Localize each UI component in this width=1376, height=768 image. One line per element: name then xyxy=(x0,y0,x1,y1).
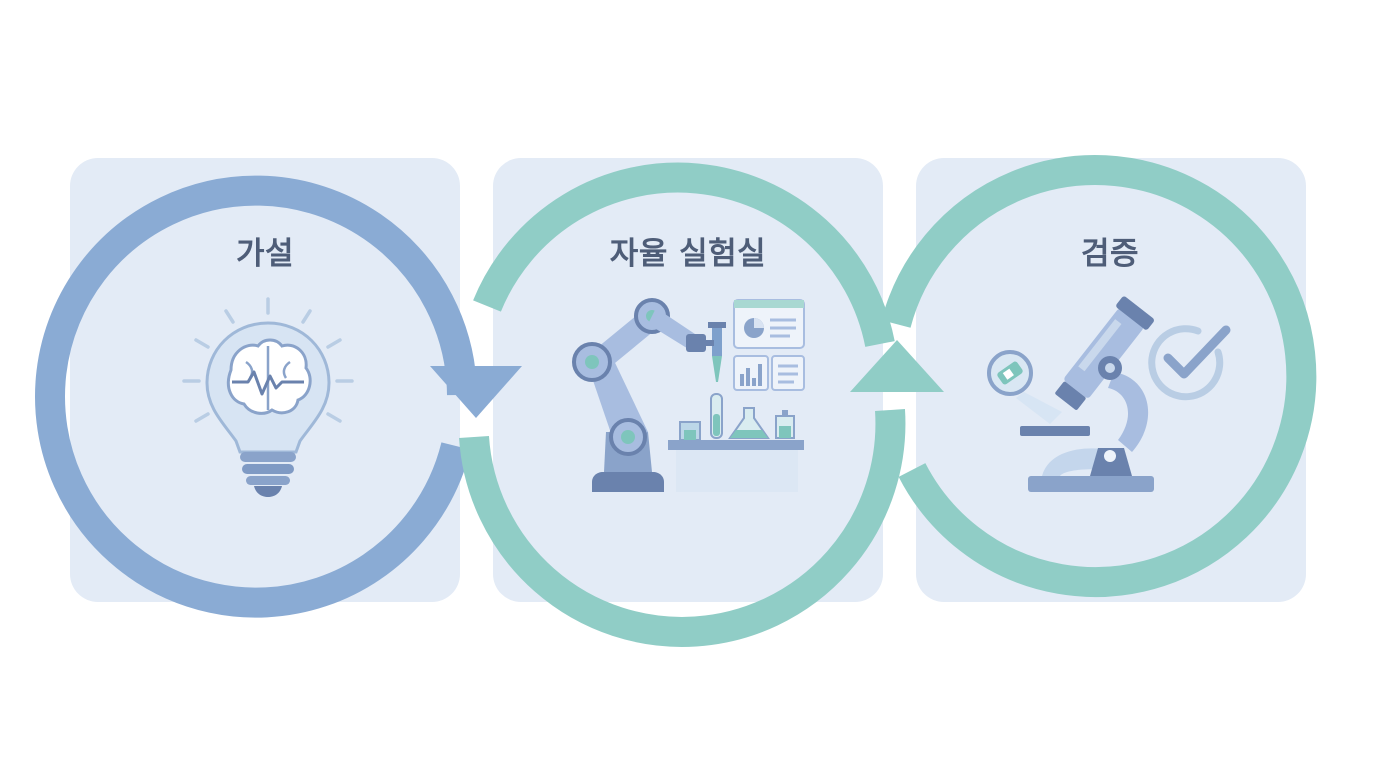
ring-hypothesis xyxy=(35,175,522,618)
stage-label-verification: 검증 xyxy=(1080,236,1140,272)
ring-autonomous-lab xyxy=(459,162,944,647)
arrow-down-icon xyxy=(430,366,522,418)
stage-label-autonomous-lab: 자율 실험실 xyxy=(609,236,767,272)
robot-arm-lab-icon xyxy=(572,298,805,492)
stage-label-hypothesis: 가설 xyxy=(235,236,295,272)
ring-verification xyxy=(881,155,1317,598)
arrow-up-icon xyxy=(850,340,944,392)
microscope-check-icon xyxy=(987,296,1231,492)
lightbulb-brain-icon xyxy=(182,297,354,497)
